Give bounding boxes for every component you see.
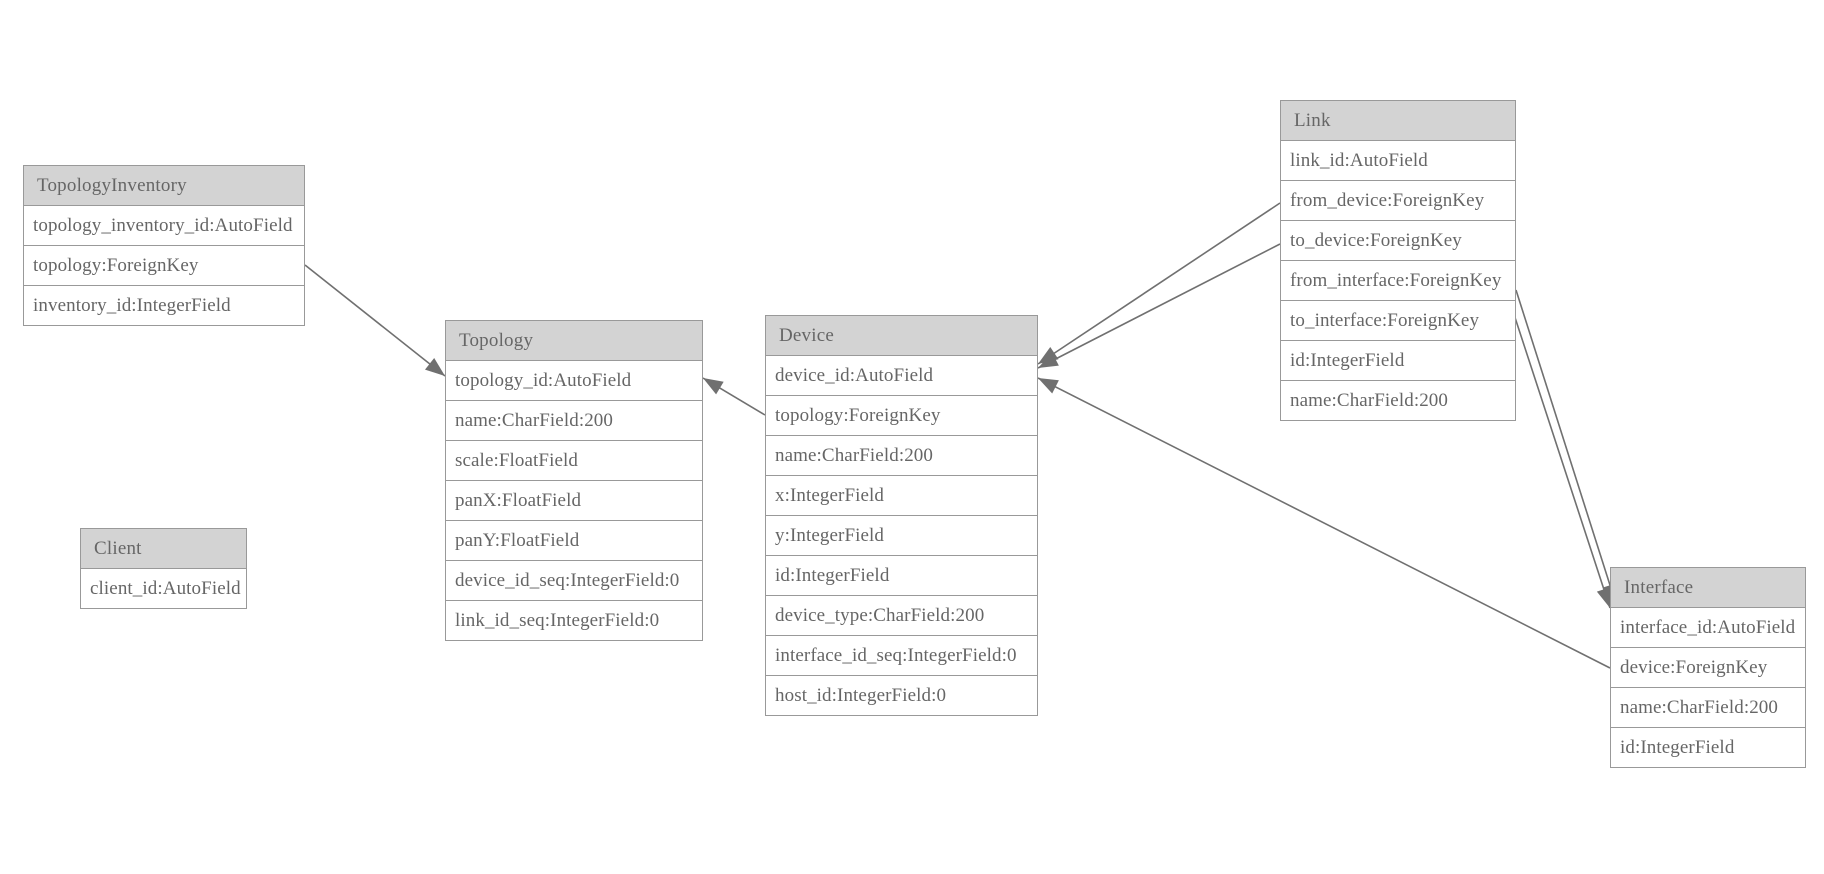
relationship-line <box>1037 202 1281 365</box>
entity-field-row: id:IntegerField <box>1611 728 1805 767</box>
entity-field-row: panY:FloatField <box>446 521 702 561</box>
entity-field-row: panX:FloatField <box>446 481 702 521</box>
entity-field-row: link_id:AutoField <box>1281 141 1515 181</box>
relationship-line <box>304 264 446 377</box>
entity-field-row: name:CharField:200 <box>1281 381 1515 420</box>
entity-field-row: x:IntegerField <box>766 476 1037 516</box>
relationship-arrowhead <box>1038 352 1059 368</box>
entity-field-row: host_id:IntegerField:0 <box>766 676 1037 715</box>
relationship-interface-device-to-device <box>1037 377 1611 669</box>
relationship-device-to-topology <box>702 377 766 416</box>
relationship-arrowhead <box>1038 346 1059 364</box>
relationship-link-from_device-to-device <box>1037 202 1281 365</box>
entity-field-row: topology_inventory_id:AutoField <box>24 206 304 246</box>
entity-title-topology: Topology <box>446 321 702 361</box>
relationship-arrowhead <box>703 378 724 395</box>
entity-field-row: interface_id_seq:IntegerField:0 <box>766 636 1037 676</box>
entity-title-link: Link <box>1281 101 1515 141</box>
relationship-arrowhead <box>1038 378 1059 394</box>
entity-field-row: device_id_seq:IntegerField:0 <box>446 561 702 601</box>
entity-field-row: id:IntegerField <box>1281 341 1515 381</box>
relationship-link-to_interface-to-interface <box>1515 289 1618 605</box>
entity-field-row: topology_id:AutoField <box>446 361 702 401</box>
relationship-line <box>1037 377 1611 669</box>
entity-field-row: inventory_id:IntegerField <box>24 286 304 325</box>
entity-field-row: interface_id:AutoField <box>1611 608 1805 648</box>
entity-field-row: scale:FloatField <box>446 441 702 481</box>
entity-field-row: topology:ForeignKey <box>766 396 1037 436</box>
entity-field-row: id:IntegerField <box>766 556 1037 596</box>
entity-field-row: y:IntegerField <box>766 516 1037 556</box>
entity-field-row: topology:ForeignKey <box>24 246 304 286</box>
relationship-line <box>1505 289 1611 609</box>
relationship-link-to_device-to-device <box>1037 243 1281 369</box>
entity-field-row: name:CharField:200 <box>446 401 702 441</box>
relationship-line <box>1037 243 1281 369</box>
entity-field-row: from_device:ForeignKey <box>1281 181 1515 221</box>
entity-field-row: to_device:ForeignKey <box>1281 221 1515 261</box>
relationship-topology_inventory-to-topology <box>304 264 446 377</box>
relationship-link-from_interface-to-interface <box>1505 289 1611 609</box>
entity-field-row: link_id_seq:IntegerField:0 <box>446 601 702 640</box>
relationship-arrowhead <box>425 357 445 376</box>
entity-field-row: to_interface:ForeignKey <box>1281 301 1515 341</box>
entity-title-interface: Interface <box>1611 568 1805 608</box>
entity-field-row: name:CharField:200 <box>1611 688 1805 728</box>
entity-field-row: client_id:AutoField <box>81 569 246 608</box>
entity-field-row: name:CharField:200 <box>766 436 1037 476</box>
entity-field-row: device_type:CharField:200 <box>766 596 1037 636</box>
relationship-line <box>702 377 766 416</box>
relationship-arrowhead <box>1596 587 1611 608</box>
relationship-line <box>1515 289 1617 605</box>
entity-title-device: Device <box>766 316 1037 356</box>
entity-title-topology_inventory: TopologyInventory <box>24 166 304 206</box>
entity-title-client: Client <box>81 529 246 569</box>
entity-field-row: device:ForeignKey <box>1611 648 1805 688</box>
entity-field-row: from_interface:ForeignKey <box>1281 261 1515 301</box>
entity-field-row: device_id:AutoField <box>766 356 1037 396</box>
